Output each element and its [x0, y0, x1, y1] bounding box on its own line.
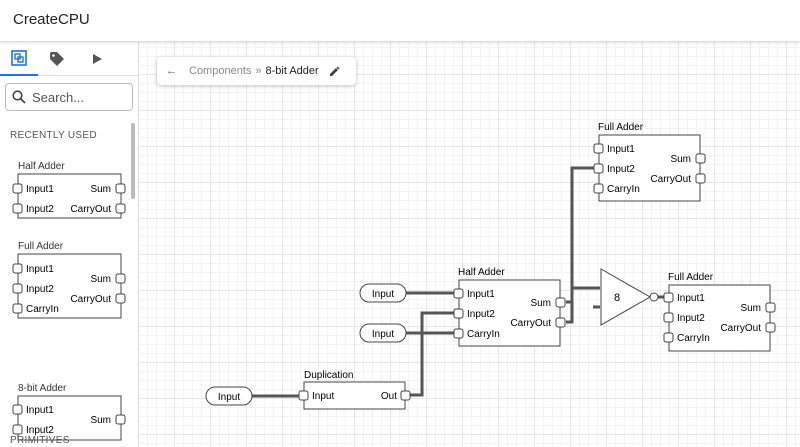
- component-name: Full Adder: [18, 241, 64, 252]
- port-label: Input1: [26, 264, 54, 275]
- breadcrumb-parent[interactable]: Components: [189, 65, 252, 77]
- port-label: Input1: [607, 144, 635, 155]
- component-name: Full Adder: [668, 272, 714, 283]
- sidebar-tabs: [0, 42, 138, 76]
- recent-components: Half Adder Input1 Input2 Sum CarryOut Fu…: [12, 161, 126, 441]
- circuit-canvas[interactable]: [140, 42, 800, 447]
- full-adder-node[interactable]: Full Adder Input1 Input2 CarryIn Sum Car…: [593, 122, 706, 202]
- port-label: CarryIn: [677, 333, 710, 344]
- port-label: Input2: [26, 425, 54, 436]
- port-label: Sum: [90, 274, 111, 285]
- breadcrumb-current: 8-bit Adder: [265, 65, 319, 77]
- input-node[interactable]: Input: [205, 386, 253, 406]
- port-label: Input1: [467, 289, 495, 300]
- back-arrow-icon[interactable]: ←: [166, 65, 177, 77]
- port-label: CarryOut: [650, 174, 691, 185]
- port-label: Input2: [677, 313, 705, 324]
- port-label: Out: [381, 391, 397, 402]
- port-label: Input1: [677, 293, 705, 304]
- port-label: Sum: [530, 298, 551, 309]
- search-box[interactable]: [5, 83, 133, 111]
- tab-simulate[interactable]: [78, 42, 116, 76]
- bus-width-label: 8: [614, 292, 620, 304]
- tag-icon: [50, 52, 64, 66]
- input-node[interactable]: Input: [359, 323, 407, 343]
- app-title: CreateCPU: [13, 11, 90, 28]
- port-label: Input1: [26, 405, 54, 416]
- input-label: Input: [372, 329, 394, 340]
- component-name: Full Adder: [598, 122, 644, 133]
- port-label: Sum: [740, 303, 761, 314]
- primitives-heading: PRIMITIVES: [10, 435, 70, 446]
- port-label: Sum: [90, 184, 111, 195]
- port-label: CarryIn: [607, 184, 640, 195]
- port-label: Input2: [607, 164, 635, 175]
- sidebar-item-half-adder[interactable]: Half Adder Input1 Input2 Sum CarryOut: [12, 161, 126, 219]
- sidebar-scrollbar[interactable]: [131, 123, 135, 199]
- duplication-node[interactable]: Duplication Input Out: [298, 370, 411, 410]
- recently-used-heading: RECENTLY USED: [10, 130, 97, 141]
- edit-pencil-icon[interactable]: [329, 65, 340, 77]
- breadcrumb-separator: »: [255, 65, 262, 77]
- sidebar-item-8-bit-adder[interactable]: 8-bit Adder Input1 Input2 Sum: [12, 383, 126, 441]
- components-icon: [11, 50, 27, 66]
- component-name: Half Adder: [458, 267, 505, 278]
- port-label: CarryOut: [510, 318, 551, 329]
- port-label: CarryOut: [70, 294, 111, 305]
- inverter-bubble: [649, 292, 659, 302]
- sidebar-item-full-adder[interactable]: Full Adder Input1 Input2 CarryIn Sum Car…: [12, 241, 126, 319]
- sidebar: RECENTLY USED Half Adder Input1 Input2 S…: [0, 42, 139, 447]
- wires: [252, 166, 666, 398]
- port-label: Input2: [26, 204, 54, 215]
- component-name: Duplication: [304, 370, 353, 381]
- app-header: CreateCPU: [0, 0, 800, 42]
- port-label: CarryIn: [467, 329, 500, 340]
- port-label: CarryOut: [720, 323, 761, 334]
- port-label: Sum: [670, 154, 691, 165]
- port-label: Input1: [26, 184, 54, 195]
- input-label: Input: [372, 289, 394, 300]
- input-label: Input: [218, 392, 240, 403]
- port-label: Input2: [467, 309, 495, 320]
- tab-tags[interactable]: [38, 42, 76, 76]
- component-name: 8-bit Adder: [18, 383, 67, 394]
- port-label: CarryOut: [70, 204, 111, 215]
- breadcrumb: ← Components » 8-bit Adder: [157, 57, 356, 85]
- port-label: Input: [312, 391, 334, 402]
- tab-components[interactable]: [0, 42, 38, 76]
- half-adder-node[interactable]: Half Adder Input1 Input2 CarryIn Sum Car…: [453, 267, 566, 347]
- component-name: Half Adder: [18, 161, 65, 172]
- search-icon: [12, 90, 26, 104]
- wire[interactable]: [566, 166, 597, 324]
- wire[interactable]: [409, 311, 456, 397]
- full-adder-node[interactable]: Full Adder Input1 Input2 CarryIn Sum Car…: [663, 272, 776, 352]
- play-icon: [93, 54, 102, 64]
- port-label: Sum: [90, 415, 111, 426]
- port-label: CarryIn: [26, 304, 59, 315]
- input-node[interactable]: Input: [359, 283, 407, 303]
- search-input[interactable]: [32, 89, 127, 105]
- buffer-gate[interactable]: 8: [600, 268, 659, 326]
- port-label: Input2: [26, 284, 54, 295]
